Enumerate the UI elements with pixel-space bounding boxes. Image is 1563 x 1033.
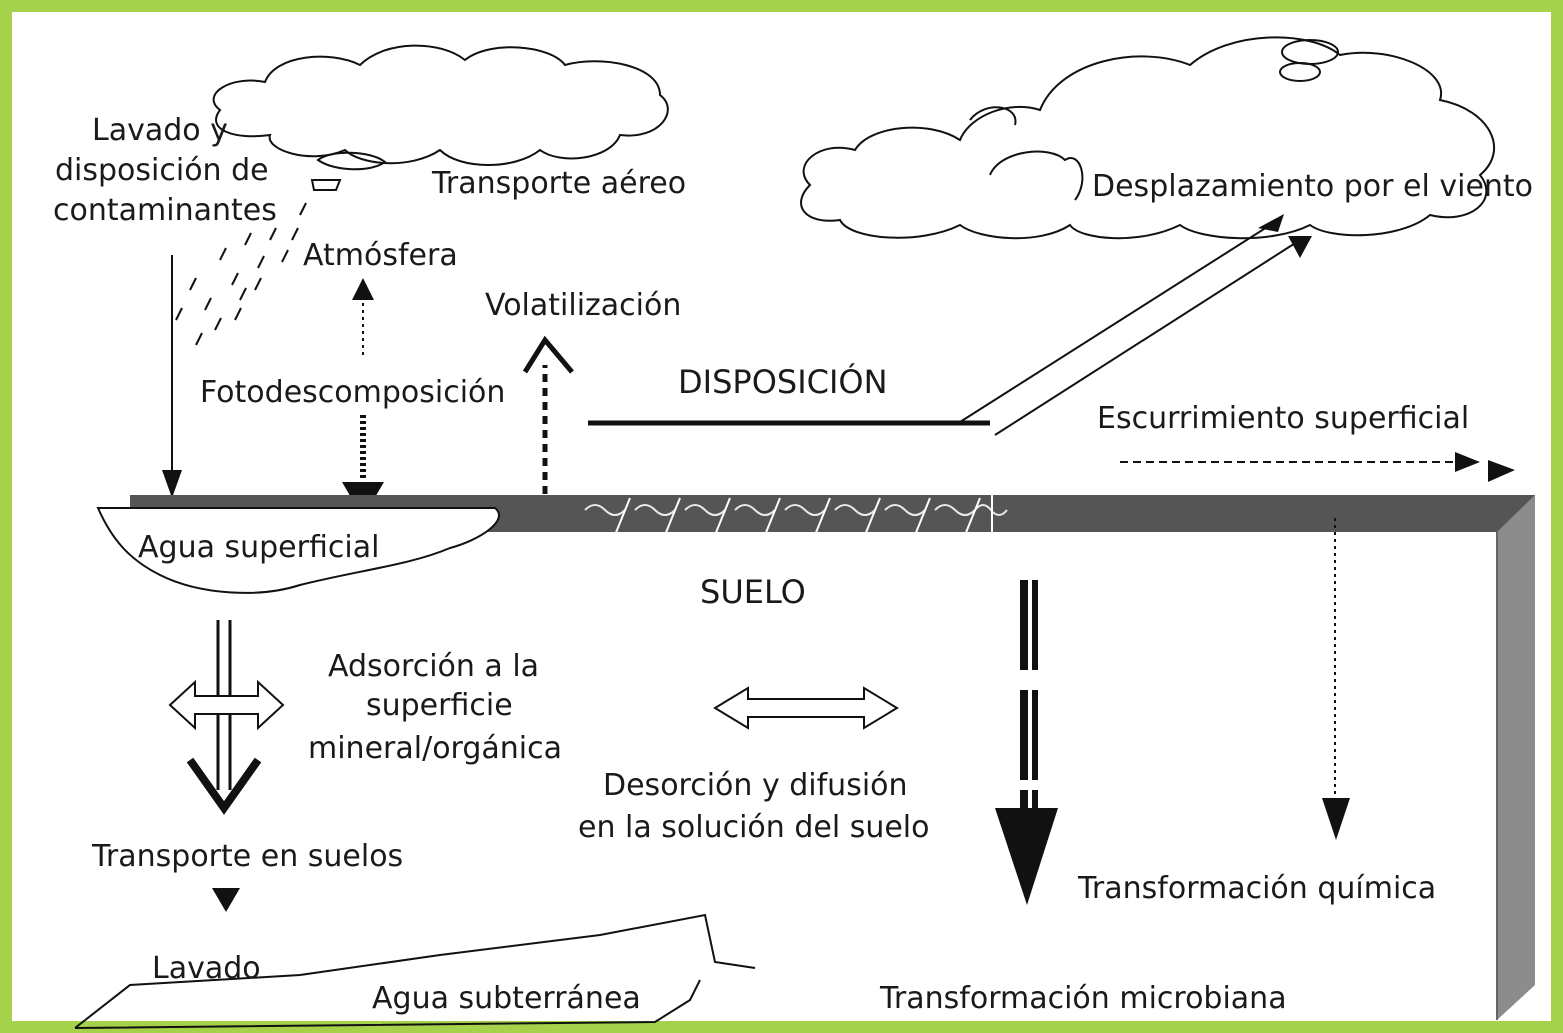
surface-water-pond bbox=[96, 507, 500, 594]
label-suelo: SUELO bbox=[700, 573, 806, 611]
volatilization-arrowhead bbox=[522, 335, 574, 374]
label-lavado-line2: disposición de bbox=[55, 153, 269, 188]
adsorption-double-arrow bbox=[168, 679, 285, 731]
label-fotodescomposicion: Fotodescomposición bbox=[200, 375, 505, 410]
groundwater-shape bbox=[74, 913, 756, 1029]
label-agua-subterranea: Agua subterránea bbox=[372, 981, 641, 1016]
label-desplazamiento: Desplazamiento por el viento bbox=[1092, 169, 1533, 204]
cloud-puff bbox=[1281, 39, 1339, 65]
ground-side-band bbox=[1497, 495, 1535, 1020]
label-transformacion-quimica: Transformación química bbox=[1077, 871, 1436, 906]
vegetation-dividers bbox=[614, 495, 993, 536]
label-escurrimiento: Escurrimiento superficial bbox=[1097, 401, 1469, 436]
atmosphere-arrowhead bbox=[352, 278, 374, 300]
desorption-double-arrow bbox=[713, 686, 899, 730]
label-adsorcion-line1: Adsorción a la bbox=[328, 649, 539, 684]
label-lavado-line1: Lavado y bbox=[92, 113, 228, 148]
label-transformacion-microbiana: Transformación microbiana bbox=[879, 981, 1287, 1016]
deposition-arrowhead bbox=[162, 470, 182, 498]
label-adsorcion-line2: superficie bbox=[366, 688, 513, 723]
label-adsorcion-line3: mineral/orgánica bbox=[308, 731, 562, 766]
cloud-right-icon bbox=[800, 36, 1496, 240]
label-lavado-line3: contaminantes bbox=[53, 193, 277, 228]
runoff-arrowhead-2 bbox=[1488, 460, 1515, 482]
cloud-left-icon bbox=[212, 44, 669, 166]
label-desorcion-line2: en la solución del suelo bbox=[578, 810, 930, 845]
wind-arrow-1 bbox=[959, 221, 1276, 423]
plane-icon bbox=[310, 151, 387, 191]
cloud-puff bbox=[1279, 62, 1321, 82]
label-volatilizacion: Volatilización bbox=[485, 288, 681, 323]
wind-arrowhead-1 bbox=[1258, 214, 1284, 232]
label-transporte-suelos: Transporte en suelos bbox=[91, 839, 403, 874]
runoff-arrowhead-1 bbox=[1455, 452, 1480, 472]
label-lavado: Lavado bbox=[152, 951, 261, 986]
vegetation-icons bbox=[584, 504, 1008, 516]
label-atmosfera: Atmósfera bbox=[303, 238, 458, 273]
wind-arrow-2 bbox=[994, 239, 1301, 436]
cloud-right-inner bbox=[969, 106, 1084, 201]
chemical-arrowhead bbox=[1322, 798, 1350, 840]
label-transporte-aereo: Transporte aéreo bbox=[431, 166, 686, 201]
leaching-arrowhead bbox=[212, 888, 240, 912]
label-desorcion-line1: Desorción y difusión bbox=[603, 768, 908, 803]
label-disposicion: DISPOSICIÓN bbox=[678, 362, 888, 401]
label-agua-superficial: Agua superficial bbox=[138, 530, 379, 565]
wind-arrowhead-2 bbox=[1288, 236, 1312, 258]
microbial-arrow bbox=[995, 580, 1058, 905]
rain-dashes bbox=[175, 202, 307, 346]
soil-transport-arrowhead bbox=[186, 757, 262, 815]
